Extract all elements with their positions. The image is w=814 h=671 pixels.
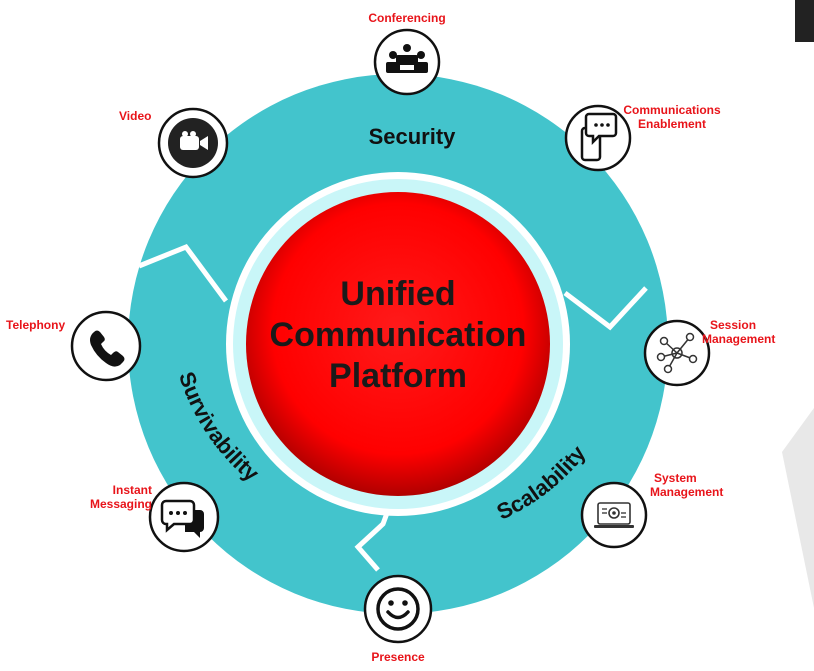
label-system-line1: System (654, 471, 697, 485)
session-management-icon[interactable] (643, 319, 711, 387)
decorative-corner (795, 0, 814, 42)
communications-enablement-icon[interactable] (564, 104, 632, 172)
label-instant-messaging: Instant Messaging (60, 483, 152, 511)
presence-icon[interactable] (363, 574, 433, 644)
center-title-line2: Communication (270, 316, 527, 354)
core-circle (246, 192, 550, 496)
label-system-management: System Management (650, 471, 723, 499)
label-system-line2: Management (650, 485, 724, 499)
separator-security-scalability (563, 286, 648, 331)
instant-messaging-icon[interactable] (148, 481, 220, 553)
label-communications-line2: Enablement (637, 117, 706, 131)
label-conferencing: Conferencing (368, 11, 446, 25)
label-session-line1: Session (710, 318, 757, 332)
label-presence: Presence (371, 650, 425, 664)
pillar-security: Security (369, 124, 457, 149)
decorative-shape (782, 408, 814, 608)
label-instant-line1: Instant (112, 483, 152, 497)
label-session-line2: Management (702, 332, 776, 346)
center-title-line1: Unified (340, 275, 455, 313)
video-icon[interactable] (157, 107, 229, 179)
label-instant-line2: Messaging (89, 497, 152, 511)
conferencing-icon[interactable] (373, 28, 441, 96)
label-telephony: Telephony (6, 318, 66, 332)
system-management-icon[interactable] (580, 481, 648, 549)
separator-security-survivability (138, 243, 229, 303)
label-video: Video (119, 109, 152, 123)
label-session-management: Session Management (702, 318, 775, 346)
label-communications-line1: Communications (623, 103, 721, 117)
center-title-line3: Platform (329, 357, 467, 395)
telephony-icon[interactable] (70, 310, 142, 382)
label-communications-enablement: Communications Enablement (612, 103, 732, 131)
